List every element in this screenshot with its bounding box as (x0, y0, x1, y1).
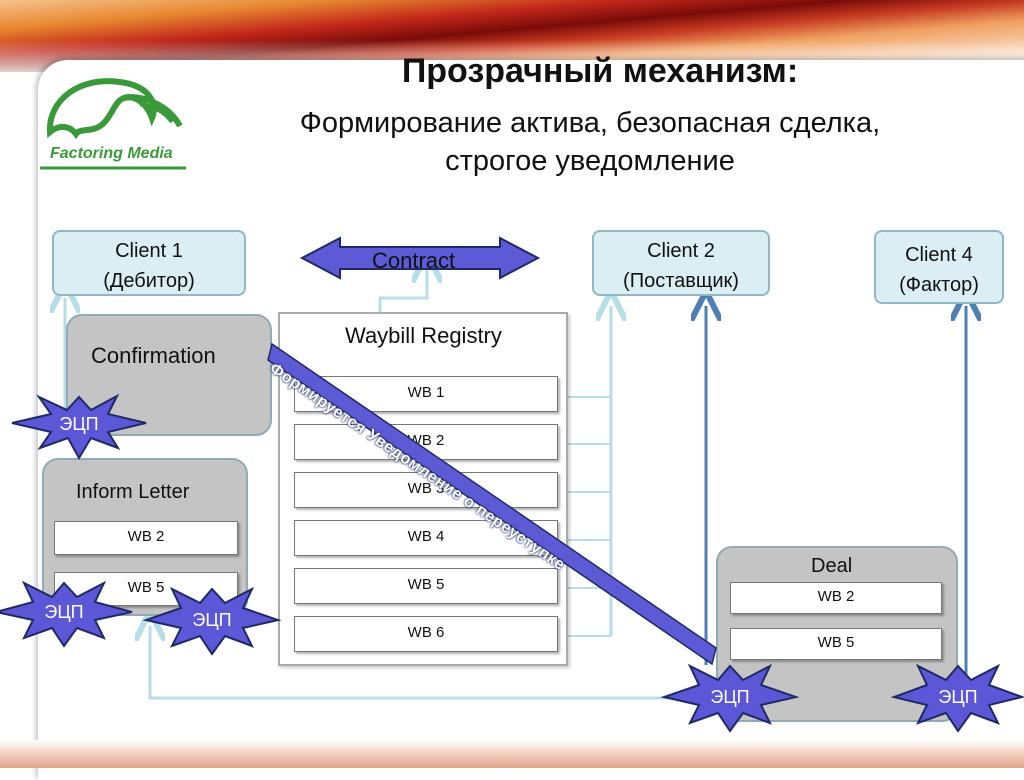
client4-name: Client 4 (905, 244, 973, 266)
subtitle-line-2: строгое уведомление (445, 145, 735, 177)
contract-label: Contract (372, 248, 456, 273)
svg-text:Factoring Media: Factoring Media (50, 145, 173, 162)
confirmation-label: Confirmation (91, 343, 216, 368)
notification-diagonal-bar (267, 342, 717, 666)
client2-box: Client 2 (Поставщик) (592, 230, 770, 296)
client1-role: (Дебитор) (103, 270, 195, 292)
signature-star-client4-text: ЭЦП (938, 687, 977, 707)
client2-role: (Поставщик) (623, 270, 739, 292)
signature-star-inform-right-text: ЭЦП (192, 610, 231, 630)
deal-label: Deal (811, 555, 853, 577)
factoring-media-logo: Factoring Media (40, 70, 188, 170)
registry-wb-5: WB 5 (294, 568, 558, 604)
client2-name: Client 2 (647, 240, 715, 262)
inform-wb-2: WB 2 (54, 521, 238, 555)
arrow-registry-to-contract (378, 268, 427, 325)
deal-wb-5: WB 5 (730, 628, 942, 660)
client1-name: Client 1 (115, 240, 183, 262)
signature-star-inform-left-text: ЭЦП (44, 602, 83, 622)
signature-star-client4: ЭЦП (890, 663, 1024, 733)
signature-star-inform-left: ЭЦП (0, 580, 133, 648)
registry-wb-3: WB 3 (294, 472, 558, 508)
logo-icon: Factoring Media (40, 78, 186, 170)
footer-band (0, 740, 1024, 768)
signature-star-deal-text: ЭЦП (710, 687, 749, 707)
client1-box: Client 1 (Дебитор) (52, 230, 246, 296)
signature-star-deal: ЭЦП (660, 663, 800, 733)
inform-letter-label: Inform Letter (76, 481, 190, 503)
signature-star-confirmation-text: ЭЦП (59, 414, 98, 434)
arrow-deal-to-inform-letter (150, 626, 690, 700)
signature-star-inform-right: ЭЦП (142, 586, 282, 656)
contract-double-arrow (299, 236, 541, 280)
registry-wb-6: WB 6 (294, 616, 558, 652)
registry-wb-2: WB 2 (294, 424, 558, 460)
page-title: Прозрачный механизм: (401, 52, 799, 90)
deal-wb-2: WB 2 (730, 582, 942, 614)
page-subtitle: Формирование актива, безопасная сделка, … (220, 104, 960, 180)
client4-role: (Фактор) (899, 274, 979, 296)
waybill-registry-label: Waybill Registry (345, 323, 502, 348)
signature-star-confirmation: ЭЦП (11, 393, 147, 461)
client4-box: Client 4 (Фактор) (874, 230, 1004, 304)
subtitle-line-1: Формирование актива, безопасная сделка, (299, 107, 881, 139)
